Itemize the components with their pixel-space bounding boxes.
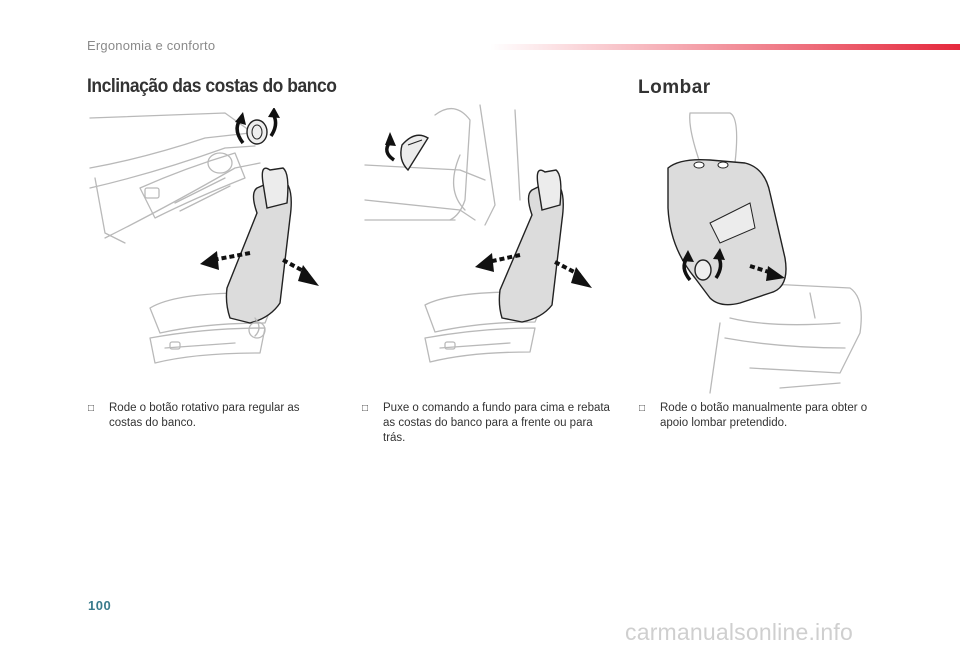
bullet-icon: □ [639,403,646,414]
section-header: Ergonomia e conforto [87,38,216,53]
note-text: Rode o botão rotativo para regular as co… [109,402,300,429]
bullet-icon: □ [362,403,369,414]
lumbar-title: Lombar [638,77,711,98]
bullet-icon: □ [88,403,95,414]
illustration-lumbar [640,108,880,398]
watermark: carmanualsonline.info [625,619,853,645]
header-accent-bar [490,44,960,50]
illustration-lever-backrest [360,100,610,380]
backrest-title: Inclinação das costas do banco [87,76,337,97]
note-text: Puxe o comando a fundo para cima e rebat… [383,402,610,444]
note-text: Rode o botão manualmente para obter o ap… [660,402,868,429]
page-number: 100 [88,598,112,613]
illustration-rotary-backrest [85,108,335,378]
